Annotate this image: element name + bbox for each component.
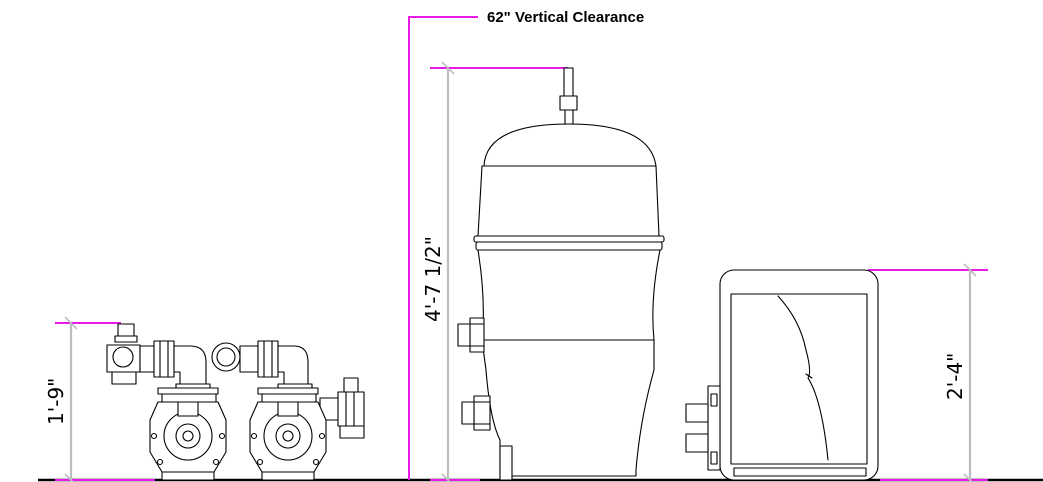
manifold-bolt [710, 393, 718, 407]
side-union [337, 391, 365, 427]
lower-port-cap [461, 401, 475, 425]
motor-flange [157, 387, 219, 395]
filter-dome [483, 123, 657, 167]
bolt [150, 432, 158, 440]
heater-height-label: 2'-4" [943, 353, 967, 400]
upper-port-cap [457, 323, 471, 347]
impeller-hub [182, 430, 194, 442]
bolt [218, 432, 226, 440]
pump-left [106, 323, 227, 481]
pump-boss [177, 401, 199, 417]
filter-height-label: 4'-7 1/2" [421, 236, 445, 322]
dimension-tick [441, 61, 455, 75]
upper-port [469, 317, 485, 353]
bolt [156, 458, 164, 466]
dimension-tick [441, 473, 452, 482]
pipe-fitting [339, 425, 365, 439]
panel-contour [777, 295, 829, 461]
clearance-leader-line [408, 16, 478, 480]
dimension-tick [64, 316, 78, 330]
pipe-fitting [114, 335, 138, 343]
relief-valve-nut [559, 95, 578, 111]
dimension-tick [963, 263, 977, 277]
pump-right [211, 340, 365, 481]
impeller-ring [275, 423, 301, 449]
lower-port [473, 395, 491, 431]
union [257, 340, 279, 378]
dimension-tick [963, 473, 974, 482]
heater-kickplate [733, 467, 867, 477]
union [153, 340, 175, 378]
heater-connection-upper [685, 403, 709, 423]
clamp-band-top [473, 235, 665, 243]
clearance-label: 62" Vertical Clearance [487, 9, 644, 26]
impeller-ring [175, 423, 201, 449]
heater-manifold [707, 385, 721, 471]
pump-base [161, 471, 215, 481]
pipe-cap [343, 377, 359, 393]
pipe-opening-inner [216, 347, 236, 367]
panel-tick [805, 373, 813, 379]
bolt [212, 458, 220, 466]
filter-lid [477, 165, 660, 237]
bolt [256, 458, 264, 466]
elbow-port [112, 346, 134, 368]
heater-height-dimension: 2'-4" [868, 263, 988, 482]
bolt [250, 432, 258, 440]
pump-height-dimension: 1'-9" [44, 316, 155, 482]
manifold-bolt [710, 451, 718, 465]
cartridge-filter [457, 67, 665, 481]
filter-tank [477, 249, 661, 477]
pipe-segment [239, 345, 259, 373]
pump-height-label: 1'-9" [44, 378, 68, 425]
impeller-hub [282, 430, 294, 442]
filter-base [499, 445, 513, 481]
pipe-fitting [111, 371, 137, 385]
bolt [312, 458, 320, 466]
elbow [106, 344, 141, 373]
vertical-clearance-callout: 62" Vertical Clearance [408, 9, 644, 480]
relief-valve-neck [564, 109, 574, 125]
heater-connection-lower [685, 433, 709, 453]
pipe-segment [139, 345, 155, 373]
pump-base [261, 471, 315, 481]
relief-valve-stem [563, 67, 574, 99]
heater [685, 269, 879, 481]
bolt [318, 432, 326, 440]
dimension-tick [64, 473, 75, 482]
heater-panel [730, 293, 868, 465]
filter-height-dimension: 4'-7 1/2" [421, 61, 568, 482]
motor-flange [257, 387, 319, 395]
pipe-opening [211, 342, 241, 372]
clamp-band [475, 241, 663, 251]
pump-boss [277, 401, 299, 417]
